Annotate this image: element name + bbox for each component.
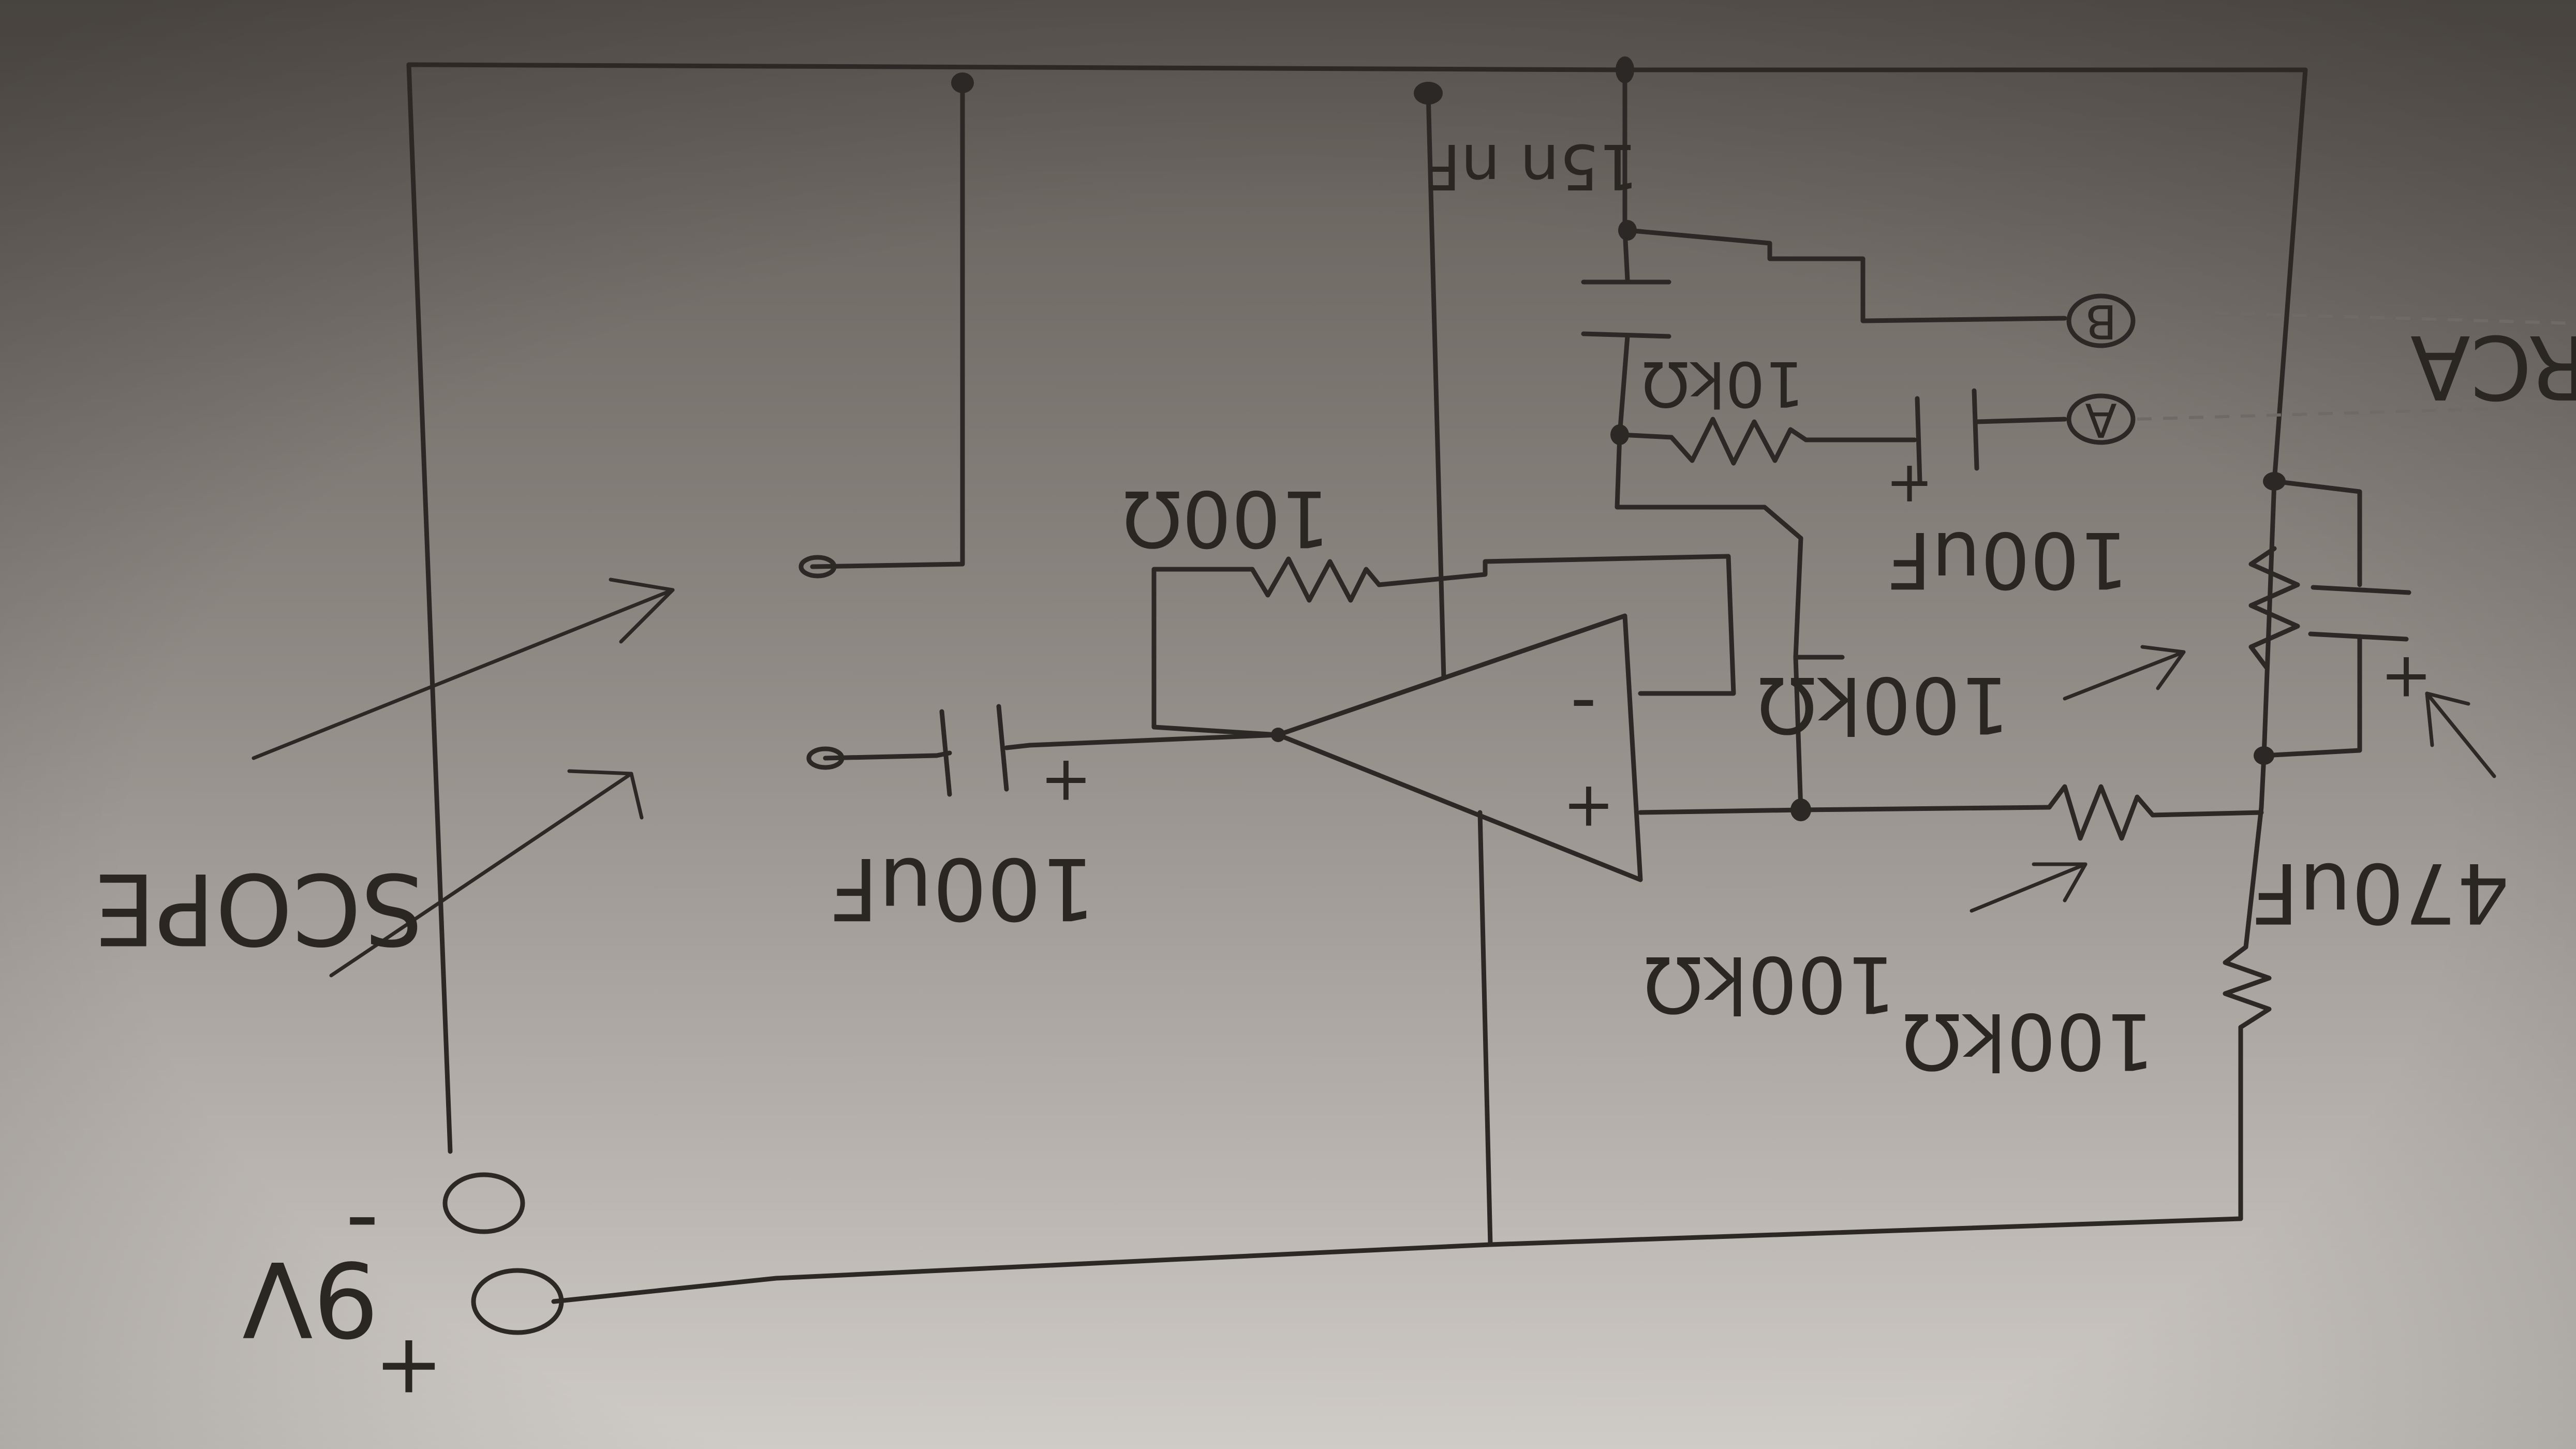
annotation-arrows	[1970, 645, 2496, 913]
label-opamp-minus: -	[1571, 666, 1597, 750]
resistor-100k-a	[2248, 546, 2300, 670]
label-jack-a: A	[2085, 392, 2117, 447]
junction-nodes	[951, 56, 2286, 821]
jack-b-circle	[2066, 293, 2136, 348]
label-r-10k-plus: +	[1886, 452, 1933, 519]
jack-a-circle	[2066, 393, 2136, 445]
label-supply-plus: +	[374, 1321, 443, 1417]
label-r-100k-b: 100kΩ	[1644, 939, 1896, 1029]
label-r-feedback: 100Ω	[1123, 473, 1330, 563]
capacitor-100uf-right	[1915, 388, 1979, 484]
label-scope: SCOPE	[94, 851, 423, 966]
rca-guide-b	[2137, 309, 2576, 325]
label-supply-voltage: 9V	[242, 1238, 379, 1358]
schematic-wires	[406, 62, 2362, 1304]
label-c-top: 15n nF	[1425, 130, 1638, 202]
label-r-100k-a: 100kΩ	[1757, 659, 2010, 749]
label-c-470uf: 470uF	[2252, 845, 2510, 941]
label-jack-b: B	[2085, 294, 2117, 348]
rca-guide-a	[2137, 405, 2576, 421]
resistor-feedback	[1250, 556, 1382, 603]
label-c-100uf-right: 100uF	[1887, 514, 2129, 604]
supply-terminal-minus	[442, 1172, 525, 1234]
labels-group: SCOPE 9V + - 100Ω 100uF + - + 15n nF 10k…	[94, 130, 2576, 1417]
label-c-470uf-plus: +	[2380, 642, 2433, 714]
scope-terminal-top	[798, 555, 837, 579]
label-c-input-plus: +	[1040, 746, 1092, 818]
opamp-symbol	[1276, 613, 1643, 882]
resistor-100k-b	[2047, 784, 2155, 841]
resistor-100k-c	[2223, 944, 2272, 1030]
label-rca: RCA	[2410, 315, 2576, 418]
label-c-input: 100uF	[830, 839, 1095, 938]
capacitor-input	[934, 704, 1032, 797]
supply-terminal-plus	[471, 1268, 564, 1335]
scope-arrows	[251, 578, 675, 978]
resistor-10k	[1669, 417, 1809, 466]
label-opamp-plus: +	[1563, 772, 1615, 844]
scope-terminal-bottom	[806, 746, 845, 770]
capacitor-15nf	[1581, 279, 1671, 339]
label-supply-minus: -	[346, 1173, 379, 1281]
label-r-100k-c: 100kΩ	[1902, 996, 2155, 1086]
capacitor-470uf	[2308, 585, 2411, 642]
label-r-10k: 10kΩ	[1642, 347, 1804, 419]
